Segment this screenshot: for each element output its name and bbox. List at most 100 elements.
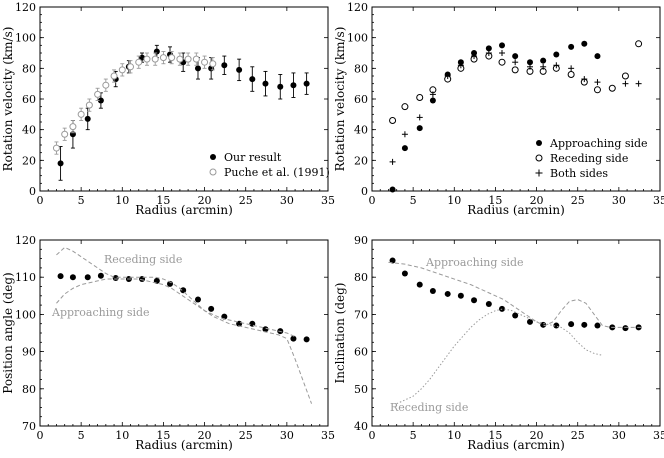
data-marks <box>56 246 313 404</box>
tick-marks <box>371 6 661 192</box>
legend-label-receding: Receding side <box>550 152 628 165</box>
legend-marker-both <box>535 169 543 177</box>
data-point <box>581 321 588 328</box>
x-tick-label: 35 <box>653 429 664 442</box>
legend-marker-approaching <box>536 140 542 146</box>
data-point <box>168 54 176 62</box>
x-tick-label: 20 <box>198 194 212 207</box>
data-point <box>290 335 297 342</box>
x-tick-label: 10 <box>115 194 129 207</box>
data-point <box>471 297 478 304</box>
x-tick-label: 0 <box>369 194 376 207</box>
data-point <box>262 80 269 87</box>
data-point <box>57 160 64 167</box>
data-point <box>401 145 408 152</box>
annotation-approaching-side: Approaching side <box>425 256 524 269</box>
data-point <box>303 336 310 343</box>
x-tick-label: 35 <box>321 429 335 442</box>
data-point <box>581 40 588 47</box>
x-tick-label: 25 <box>239 429 253 442</box>
data-point <box>594 53 601 60</box>
data-point <box>208 305 215 312</box>
y-tick-label: 40 <box>22 124 36 137</box>
x-tick-label: 5 <box>78 429 85 442</box>
x-tick-label: 15 <box>488 429 502 442</box>
data-marks <box>52 44 310 181</box>
annotation-receding-side: Receding side <box>390 401 468 414</box>
data-point <box>290 82 297 89</box>
x-tick-label: 20 <box>198 429 212 442</box>
legend-marker-receding <box>535 154 543 162</box>
data-point <box>94 90 102 98</box>
data-point <box>416 281 423 288</box>
series-line <box>56 278 296 338</box>
legend: Our result Puche et al. (1991) <box>209 151 330 179</box>
data-point <box>526 318 533 325</box>
y-tick-label: 80 <box>22 383 36 396</box>
y-tick-label: 60 <box>354 93 368 106</box>
y-axis-label: Inclination (deg) <box>333 282 347 383</box>
y-axis-label: Rotation velocity (km/s) <box>1 27 15 172</box>
data-point <box>127 63 135 71</box>
tick-marks <box>371 239 661 427</box>
y-tick-label: 90 <box>22 346 36 359</box>
x-axis-label: Radius (arcmin) <box>467 438 565 452</box>
x-tick-label: 15 <box>156 429 170 442</box>
data-point <box>277 83 284 90</box>
data-point <box>159 54 167 62</box>
data-point <box>180 287 187 294</box>
x-tick-label: 30 <box>612 194 626 207</box>
data-point <box>110 72 118 80</box>
x-tick-label: 10 <box>447 429 461 442</box>
x-tick-label: 0 <box>37 429 44 442</box>
data-point <box>194 65 201 72</box>
x-tick-label: 5 <box>410 194 417 207</box>
legend-label-both: Both sides <box>550 167 608 180</box>
x-tick-label: 25 <box>571 194 585 207</box>
data-point <box>593 86 601 94</box>
data-point <box>97 272 104 279</box>
data-point <box>512 312 519 319</box>
data-point <box>176 55 184 63</box>
data-point <box>567 70 575 78</box>
data-point <box>97 97 104 104</box>
x-tick-label: 15 <box>488 194 502 207</box>
data-point <box>401 270 408 277</box>
data-point <box>416 93 424 101</box>
y-tick-label: 20 <box>22 154 36 167</box>
data-point <box>184 55 192 63</box>
data-point <box>236 66 243 73</box>
y-tick-label: 0 <box>361 185 368 198</box>
x-tick-label: 5 <box>78 194 85 207</box>
x-tick-label: 15 <box>156 194 170 207</box>
data-point <box>429 97 436 104</box>
x-tick-label: 35 <box>321 194 335 207</box>
y-tick-label: 80 <box>354 271 368 284</box>
series-line <box>56 246 313 404</box>
data-point <box>594 322 601 329</box>
x-axis-label: Radius (arcmin) <box>467 203 565 217</box>
y-tick-label: 40 <box>354 420 368 433</box>
data-point <box>77 110 85 118</box>
x-tick-label: 10 <box>115 429 129 442</box>
y-tick-label: 80 <box>22 62 36 75</box>
data-point <box>112 274 119 281</box>
data-point <box>262 326 269 333</box>
data-marks <box>389 40 643 193</box>
data-point <box>499 42 506 49</box>
data-point <box>622 325 629 332</box>
y-axis-label: Rotation velocity (km/s) <box>333 27 347 172</box>
y-tick-label: 100 <box>15 308 36 321</box>
y-tick-label: 120 <box>15 1 36 14</box>
y-tick-label: 100 <box>347 32 368 45</box>
y-tick-label: 110 <box>15 271 36 284</box>
y-tick-label: 60 <box>354 346 368 359</box>
data-point <box>429 287 436 294</box>
x-tick-label: 10 <box>447 194 461 207</box>
data-point <box>511 66 519 74</box>
x-tick-label: 25 <box>571 429 585 442</box>
data-point <box>201 58 209 66</box>
